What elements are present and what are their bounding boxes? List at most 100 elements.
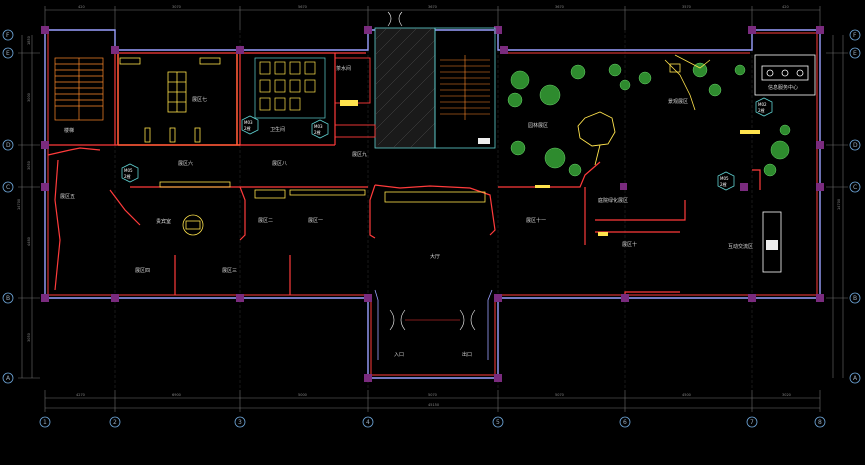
axis-label-5: 5 (496, 419, 500, 426)
room-lawn: 庭院绿化展区 (598, 197, 628, 204)
room-garden: 园林展区 (528, 122, 548, 129)
room-zone-6: 展区六 (178, 160, 193, 167)
room-tea: 茶水间 (336, 65, 351, 72)
room-exit: 出口 (462, 351, 472, 358)
dim-top-4: 3670 (428, 5, 437, 9)
door-tag-5-code: M05 (720, 176, 729, 181)
axis-label-c-left: C (6, 184, 10, 191)
door-tag-3-code: M03 (314, 124, 323, 129)
room-entry: 入口 (394, 352, 404, 358)
info-center (754, 54, 816, 96)
structural-columns (41, 26, 824, 382)
room-zone-5: 展区五 (60, 194, 75, 200)
dim-top-3: 5670 (298, 5, 307, 9)
door-tag-3-sub: 2樘 (314, 129, 321, 135)
room-zone-4: 展区四 (135, 268, 150, 274)
room-zone-1: 展区一 (308, 218, 323, 224)
room-stair: 楼梯 (64, 127, 74, 134)
axis-label-b-left: B (6, 295, 10, 302)
dim-bottom-2: 6900 (172, 393, 181, 397)
axis-label-a-right: A (853, 375, 858, 382)
room-zone-2: 展区二 (258, 218, 273, 224)
garden-trees (507, 62, 791, 177)
room-zone-8: 展区八 (272, 161, 287, 167)
door-tag-1-sub: 2樘 (124, 173, 131, 179)
axis-label-f-left: F (6, 32, 10, 39)
room-landscape: 景观展区 (668, 98, 688, 105)
door-tag-5-sub: 2樘 (720, 181, 727, 187)
door-tag-4: M02 2樘 (755, 97, 773, 117)
dim-top-7: 420 (782, 5, 789, 9)
left-stair (54, 57, 104, 121)
dim-left-1: 1850 (27, 36, 31, 45)
bottom-dimension-strip (44, 390, 821, 412)
dim-bottom-4: 5070 (428, 393, 437, 397)
door-tag-4-sub: 2樘 (758, 107, 765, 113)
door-tag-2: M03 2樘 (241, 115, 259, 135)
room-zone-3: 展区三 (222, 268, 237, 274)
axis-bubbles-left (2, 29, 14, 384)
dim-top-1: 420 (78, 5, 85, 9)
tea-room (334, 57, 376, 138)
axis-label-e-left: E (6, 50, 10, 57)
room-interact: 互动交流区 (728, 243, 753, 250)
room-zone-11: 展区十一 (526, 217, 546, 224)
entrance (387, 11, 476, 331)
axis-bubbles-bottom (39, 416, 826, 428)
left-dimension-strip (18, 35, 40, 379)
center-core (374, 27, 496, 149)
dim-left-total: 14700 (17, 199, 21, 210)
room-zone-10: 展区十 (622, 241, 637, 248)
axis-label-d-right: D (853, 142, 858, 149)
dim-top-2: 3070 (172, 5, 181, 9)
room-zone-9: 展区九 (352, 151, 367, 158)
door-tag-1-code: M05 (124, 168, 133, 173)
garden-pavilion (577, 111, 616, 166)
axis-label-b-right: B (853, 295, 857, 302)
dim-bottom-3: 5000 (298, 393, 307, 397)
dim-left-4: 4480 (27, 237, 31, 246)
axis-label-e-right: E (853, 50, 857, 57)
room-guest: 贵宾室 (156, 218, 171, 225)
axis-label-7: 7 (750, 419, 754, 426)
right-dimension-strip (826, 35, 848, 378)
axis-label-f-right: F (853, 32, 857, 39)
door-tag-2-sub: 2樘 (244, 125, 251, 131)
door-tag-1: M05 2樘 (121, 163, 139, 183)
axis-label-3: 3 (238, 419, 242, 426)
top-dimension-strip (44, 6, 821, 30)
axis-label-c-right: C (853, 184, 857, 191)
corridor-highlight (117, 53, 240, 146)
dim-right-total: 14700 (837, 199, 841, 210)
dim-top-5: 3670 (555, 5, 564, 9)
dim-left-5: 3050 (27, 333, 31, 342)
furniture (119, 57, 782, 273)
door-tag-2-code: M03 (244, 120, 253, 125)
axis-label-6: 6 (623, 419, 627, 426)
room-toilet: 卫生间 (270, 126, 285, 133)
axis-label-4: 4 (366, 419, 370, 426)
dim-bottom-7: 3020 (782, 393, 791, 397)
dim-left-2: 3000 (27, 93, 31, 102)
axis-label-1: 1 (43, 419, 47, 426)
axis-label-d-left: D (6, 142, 11, 149)
entrance-steps (374, 289, 493, 360)
dim-bottom-5: 5070 (555, 393, 564, 397)
room-info: 信息服务中心 (768, 84, 798, 91)
room-zone-7: 展区七 (192, 96, 207, 103)
axis-bubbles-right (849, 29, 861, 384)
door-tag-3: M03 2樘 (311, 119, 329, 139)
axis-label-8: 8 (818, 419, 822, 426)
door-tag-5: M05 2樘 (717, 171, 735, 191)
axis-label-a-left: A (6, 375, 11, 382)
dim-left-3: 3050 (27, 161, 31, 170)
dim-bottom-6: 4500 (682, 393, 691, 397)
dim-bottom-1: 4270 (76, 393, 85, 397)
garden-path (664, 54, 711, 111)
toilet-block (254, 57, 326, 119)
door-tag-4-code: M02 (758, 102, 767, 107)
axis-label-2: 2 (113, 419, 117, 426)
room-hall: 大厅 (430, 253, 440, 260)
dim-bottom-total: 45150 (428, 403, 439, 407)
